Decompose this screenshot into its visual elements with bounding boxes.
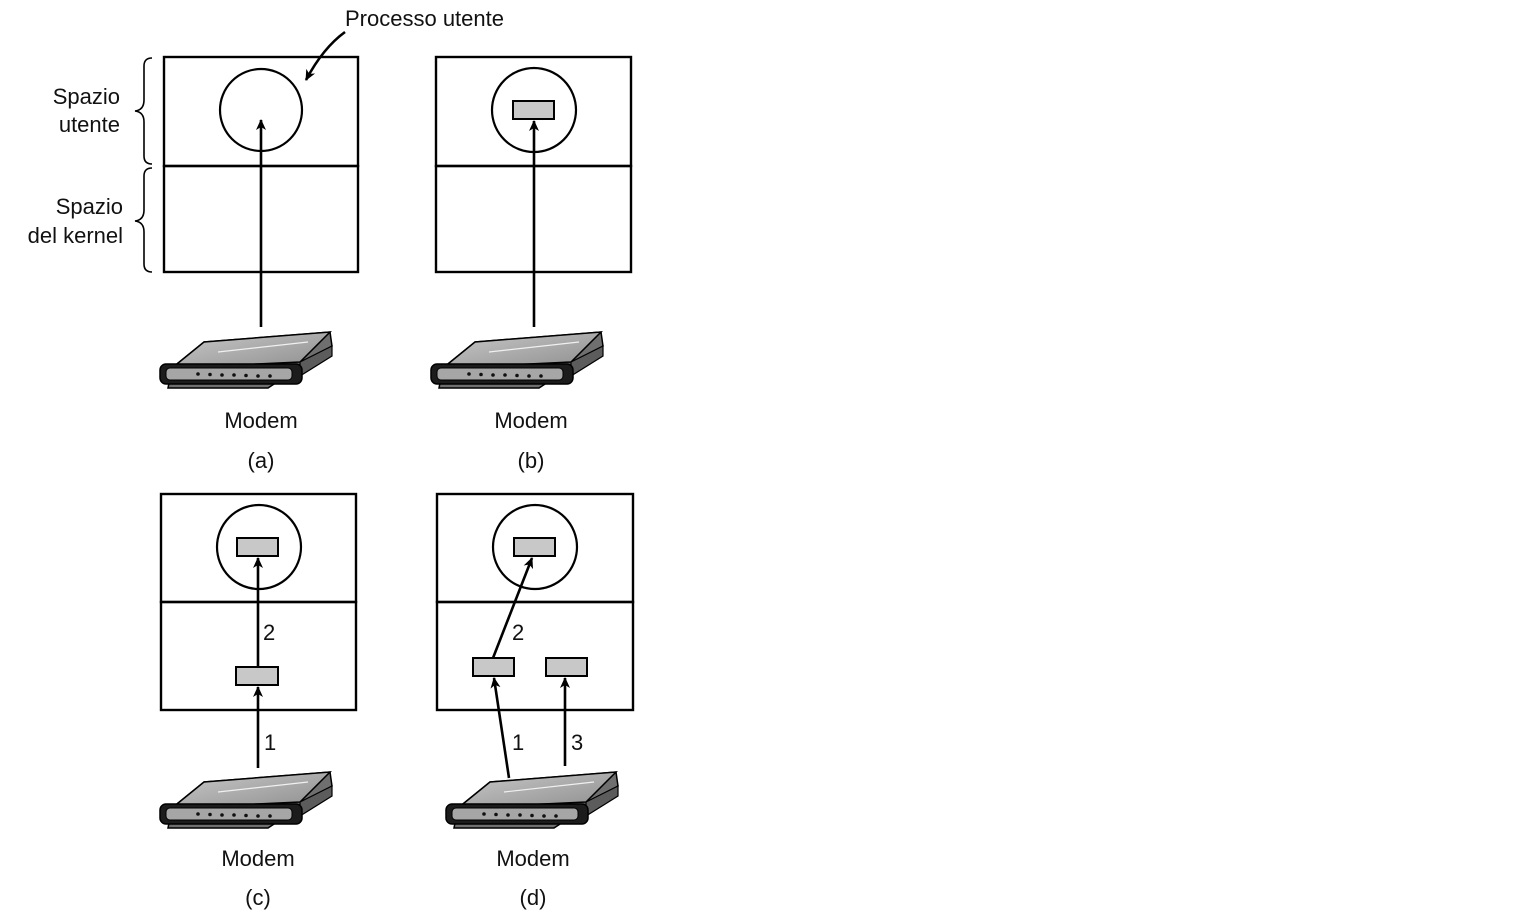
modem-icon bbox=[159, 771, 333, 829]
panel-caption: (b) bbox=[518, 448, 545, 473]
kernel-space-brace bbox=[134, 167, 153, 273]
user-buffer bbox=[513, 537, 556, 557]
device-label: Modem bbox=[221, 846, 294, 871]
panel-caption: (c) bbox=[245, 885, 271, 910]
step-1-label: 1 bbox=[264, 730, 276, 755]
kernel-buffer-1 bbox=[472, 657, 515, 677]
panel-c: 2 1 Modem (c) bbox=[159, 492, 358, 910]
device-label: Modem bbox=[496, 846, 569, 871]
modem-icon bbox=[159, 331, 333, 389]
modem-icon bbox=[445, 771, 619, 829]
kernel-space-box bbox=[435, 600, 635, 712]
process-pointer-arrow bbox=[304, 30, 346, 81]
modem-icon bbox=[430, 331, 604, 389]
step-2-label: 2 bbox=[512, 620, 524, 645]
device-label: Modem bbox=[224, 408, 297, 433]
panel-caption: (a) bbox=[248, 448, 275, 473]
user-space-label-line1: Spazio bbox=[53, 84, 120, 109]
step-1-label: 1 bbox=[512, 730, 524, 755]
panel-b: Modem (b) bbox=[430, 55, 633, 473]
panel-caption: (d) bbox=[520, 885, 547, 910]
process-label: Processo utente bbox=[345, 6, 504, 31]
user-buffer bbox=[236, 537, 279, 557]
kernel-space-label-line1: Spazio bbox=[56, 194, 123, 219]
panel-a: Modem (a) bbox=[159, 55, 360, 473]
step-2-label: 2 bbox=[263, 620, 275, 645]
kernel-buffer bbox=[235, 666, 279, 686]
step-3-label: 3 bbox=[571, 730, 583, 755]
step-2-arrow bbox=[491, 557, 534, 659]
kernel-buffer-2 bbox=[545, 657, 588, 677]
user-space-label-line2: utente bbox=[59, 112, 120, 137]
user-space-brace bbox=[134, 57, 153, 165]
step-1-arrow bbox=[490, 677, 511, 779]
panel-d: 2 1 3 Modem (d) bbox=[435, 492, 635, 910]
kernel-space-label-line2: del kernel bbox=[28, 223, 123, 248]
device-label: Modem bbox=[494, 408, 567, 433]
user-buffer bbox=[512, 100, 555, 120]
